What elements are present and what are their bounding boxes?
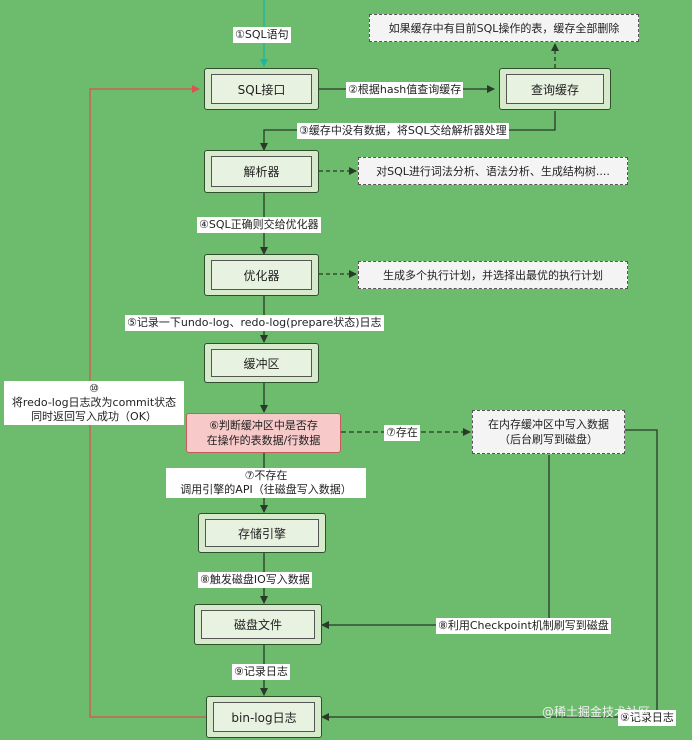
- step10-line3: 同时返回写入成功（OK）: [31, 410, 157, 423]
- node-check-buffer: ⑥判断缓冲区中是否存 在操作的表数据/行数据: [186, 413, 341, 453]
- node-sql-interface-label: SQL接口: [211, 74, 312, 104]
- step7-not-exists-line1: ⑦不存在: [244, 469, 288, 482]
- label-step1: ①SQL语句: [233, 27, 291, 43]
- label-step5: ⑤记录一下undo-log、redo-log(prepare状态)日志: [125, 315, 384, 331]
- node-check-buffer-label: ⑥判断缓冲区中是否存 在操作的表数据/行数据: [193, 419, 334, 447]
- label-step3: ③缓存中没有数据，将SQL交给解析器处理: [297, 123, 509, 139]
- note-optimizer-desc: 生成多个执行计划，并选择出最优的执行计划: [358, 261, 628, 289]
- label-step10: ⑩ 将redo-log日志改为commit状态 同时返回写入成功（OK）: [4, 381, 184, 425]
- label-step9: ⑨记录日志: [232, 664, 290, 680]
- label-step9-right: ⑨记录日志: [618, 710, 676, 726]
- node-query-cache-label: 查询缓存: [506, 74, 604, 104]
- node-sql-interface: SQL接口: [204, 68, 319, 110]
- label-step8-checkpoint: ⑧利用Checkpoint机制刷写到磁盘: [436, 618, 611, 634]
- note-write-buffer: 在内存缓冲区中写入数据 （后台刷写到磁盘）: [472, 410, 625, 454]
- write-buffer-line1: 在内存缓冲区中写入数据: [488, 418, 609, 431]
- node-storage-engine-label: 存储引擎: [205, 519, 319, 547]
- step7-not-exists-line2: 调用引擎的API（往磁盘写入数据）: [180, 483, 352, 496]
- node-buffer: 缓冲区: [204, 343, 319, 383]
- node-optimizer: 优化器: [204, 254, 319, 296]
- node-parser: 解析器: [204, 150, 319, 193]
- node-disk-file: 磁盘文件: [194, 604, 322, 645]
- label-step2: ②根据hash值查询缓存: [346, 82, 464, 98]
- arrow-step9-right: [321, 429, 658, 721]
- node-disk-file-label: 磁盘文件: [201, 610, 315, 639]
- node-binlog-label: bin-log日志: [213, 702, 315, 732]
- label-step7-not-exists: ⑦不存在 调用引擎的API（往磁盘写入数据）: [166, 468, 366, 498]
- step10-line1: ⑩: [89, 382, 99, 395]
- note-parser-desc: 对SQL进行词法分析、语法分析、生成结构树....: [358, 157, 628, 185]
- label-step7-exists: ⑦存在: [384, 425, 420, 441]
- node-buffer-label: 缓冲区: [211, 349, 312, 377]
- watermark: @稀土掘金技术社区: [542, 705, 651, 719]
- label-step8-trigger: ⑧触发磁盘IO写入数据: [198, 572, 312, 588]
- label-step4: ④SQL正确则交给优化器: [197, 217, 321, 233]
- note-cache-clear: 如果缓存中有目前SQL操作的表，缓存全部删除: [369, 14, 639, 42]
- step10-line2: 将redo-log日志改为commit状态: [11, 396, 177, 409]
- node-optimizer-label: 优化器: [211, 260, 312, 290]
- node-storage-engine: 存储引擎: [198, 513, 326, 553]
- check-buffer-line1: ⑥判断缓冲区中是否存: [209, 419, 318, 432]
- write-buffer-line2: （后台刷写到磁盘）: [499, 433, 598, 446]
- check-buffer-line2: 在操作的表数据/行数据: [206, 434, 321, 447]
- node-query-cache: 查询缓存: [499, 68, 611, 110]
- node-binlog: bin-log日志: [206, 696, 322, 738]
- node-parser-label: 解析器: [211, 156, 312, 187]
